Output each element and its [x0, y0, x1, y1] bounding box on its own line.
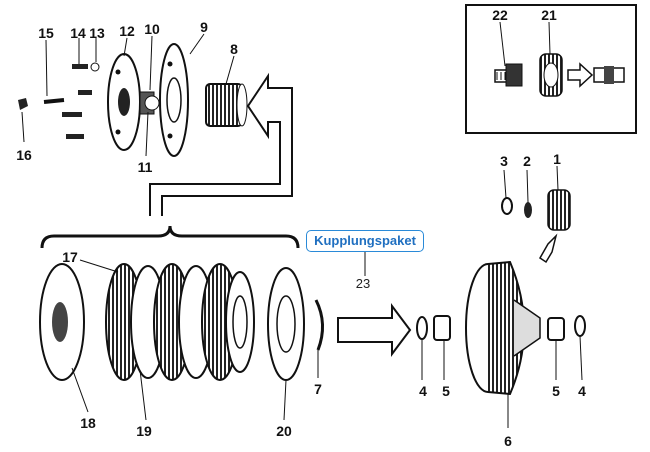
part-19-discs — [105, 263, 255, 381]
part-5-bushing-left — [433, 315, 451, 341]
part-21-gear — [539, 53, 563, 97]
leader-lines — [21, 33, 583, 428]
label-2: 2 — [523, 153, 531, 169]
part-5-bushing-right — [547, 317, 565, 341]
label-4-right: 4 — [578, 383, 586, 399]
inset-box — [465, 4, 637, 134]
part-10-11-hub — [139, 91, 160, 115]
label-18: 18 — [80, 415, 96, 431]
part-2-spacer — [524, 202, 532, 218]
part-16-nut — [18, 98, 28, 110]
part-9-disc — [159, 43, 189, 157]
label-3: 3 — [500, 153, 508, 169]
leader-21 — [548, 21, 551, 55]
part-14-13-screws — [62, 62, 100, 139]
part-4-washer-right — [574, 315, 586, 337]
part-18-pressure-plate — [39, 263, 85, 381]
label-11: 11 — [138, 159, 153, 175]
part-20-end-plate — [267, 267, 305, 381]
clutch-brace — [40, 225, 300, 249]
label-15: 15 — [38, 25, 54, 41]
label-10: 10 — [144, 21, 160, 37]
label-8: 8 — [230, 41, 238, 57]
part-22-screw — [494, 63, 523, 87]
label-16: 16 — [16, 147, 32, 163]
label-4-left: 4 — [419, 383, 427, 399]
label-21: 21 — [541, 7, 557, 23]
callout-part-number: 23 — [355, 276, 371, 291]
part-6-clutch-basket — [465, 260, 541, 396]
leader-22 — [499, 21, 506, 67]
gear-arrow — [539, 233, 558, 264]
label-17: 17 — [62, 249, 78, 265]
label-13: 13 — [89, 25, 105, 41]
part-7-circlip — [314, 299, 324, 351]
label-14: 14 — [70, 25, 86, 41]
part-8-bearing — [205, 83, 248, 127]
label-22: 22 — [492, 7, 508, 23]
inset-shaft — [593, 66, 625, 84]
top-arrow — [149, 72, 293, 216]
label-5-left: 5 — [442, 383, 450, 399]
middle-arrow — [337, 303, 412, 357]
label-12: 12 — [119, 23, 135, 39]
label-5-right: 5 — [552, 383, 560, 399]
label-20: 20 — [276, 423, 292, 439]
label-19: 19 — [136, 423, 152, 439]
part-4-washer-left — [416, 316, 428, 340]
label-1: 1 — [553, 151, 561, 167]
part-3-washer — [501, 197, 513, 215]
part-15-bolt — [43, 39, 65, 104]
label-6: 6 — [504, 433, 512, 449]
part-1-gear — [547, 189, 571, 231]
label-7: 7 — [314, 381, 322, 397]
label-9: 9 — [200, 19, 208, 35]
kupplungspaket-callout: Kupplungspaket — [306, 230, 424, 252]
inset-arrow — [567, 62, 594, 88]
part-number-labels: 22 21 15 14 13 12 10 9 8 16 11 3 2 1 17 … — [16, 7, 586, 449]
part-12-plate — [107, 53, 141, 151]
